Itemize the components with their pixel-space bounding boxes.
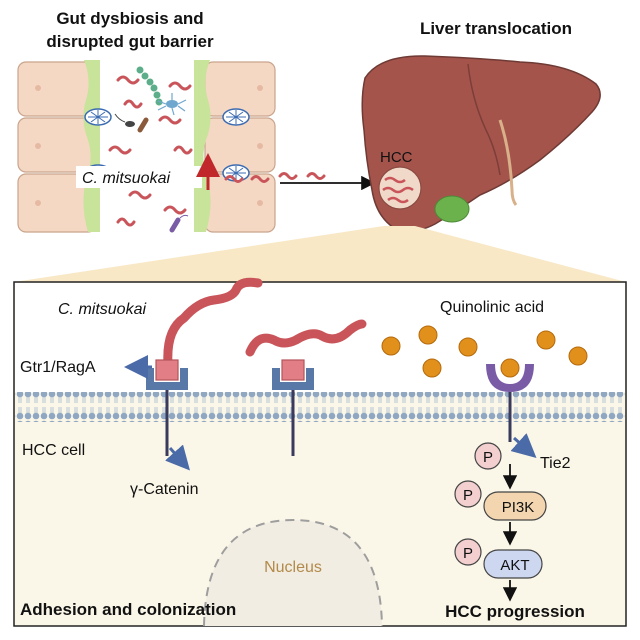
bacterium-icon xyxy=(163,277,263,369)
nucleus-label: Nucleus xyxy=(264,559,322,576)
translocating-bacteria xyxy=(224,172,326,183)
liver-title: Liver translocation xyxy=(420,19,572,38)
akt-label: AKT xyxy=(500,557,529,574)
liver-icon xyxy=(361,55,601,232)
epithelium-right xyxy=(194,60,276,233)
streptococcus-chain-icon xyxy=(136,66,163,106)
hcc-tumor-icon xyxy=(378,166,422,210)
zoom-wedge xyxy=(14,226,626,282)
tie2-arrow xyxy=(510,433,537,458)
pi3k-label: PI3K xyxy=(502,499,535,516)
phospho-circle xyxy=(454,538,482,566)
gtr1-raga-receptor xyxy=(272,368,314,390)
gtr1-raga-receptor xyxy=(146,368,188,390)
adhesin-icon xyxy=(155,359,179,381)
footer-right: HCC progression xyxy=(445,602,585,621)
epithelium-left xyxy=(17,60,100,233)
bacterium-icon xyxy=(245,319,367,357)
catenin-arrow xyxy=(165,444,190,471)
phospho-label: P xyxy=(463,487,473,504)
phospho-circle xyxy=(454,480,482,508)
metabolite-label: Quinolinic acid xyxy=(440,299,544,316)
nucleus xyxy=(203,518,383,627)
hcc-label: HCC xyxy=(380,149,413,166)
adhesin-icon xyxy=(281,359,305,381)
footer-left: Adhesion and colonization xyxy=(20,600,236,619)
quinolinic-acid-molecules xyxy=(381,325,588,378)
label-backdrop xyxy=(76,166,202,188)
gut-bacteria xyxy=(108,75,193,227)
gut-title-line1: Gut dysbiosis and xyxy=(56,9,203,28)
panel-bacterium-label: C. mitsuokai xyxy=(58,301,146,318)
rod-bacterium-icon xyxy=(114,113,189,233)
flagellated-bacterium-icon xyxy=(157,93,187,116)
cell-label: HCC cell xyxy=(22,442,85,459)
receptor-label: Gtr1/RagA xyxy=(20,359,96,376)
gallbladder-icon xyxy=(434,195,470,223)
pi3k-box xyxy=(483,491,547,521)
gut-title-line2: disrupted gut barrier xyxy=(46,32,214,51)
gut-bacterium-label: C. mitsuokai xyxy=(82,170,170,187)
phospho-circle xyxy=(474,442,502,470)
phospho-label: P xyxy=(463,545,473,562)
phospho-label: P xyxy=(483,449,493,466)
tie2-label: Tie2 xyxy=(540,455,571,472)
tie2-receptor xyxy=(486,364,534,392)
catenin-label: γ-Catenin xyxy=(130,481,198,498)
cell-membrane xyxy=(15,392,625,422)
akt-box xyxy=(483,549,543,579)
